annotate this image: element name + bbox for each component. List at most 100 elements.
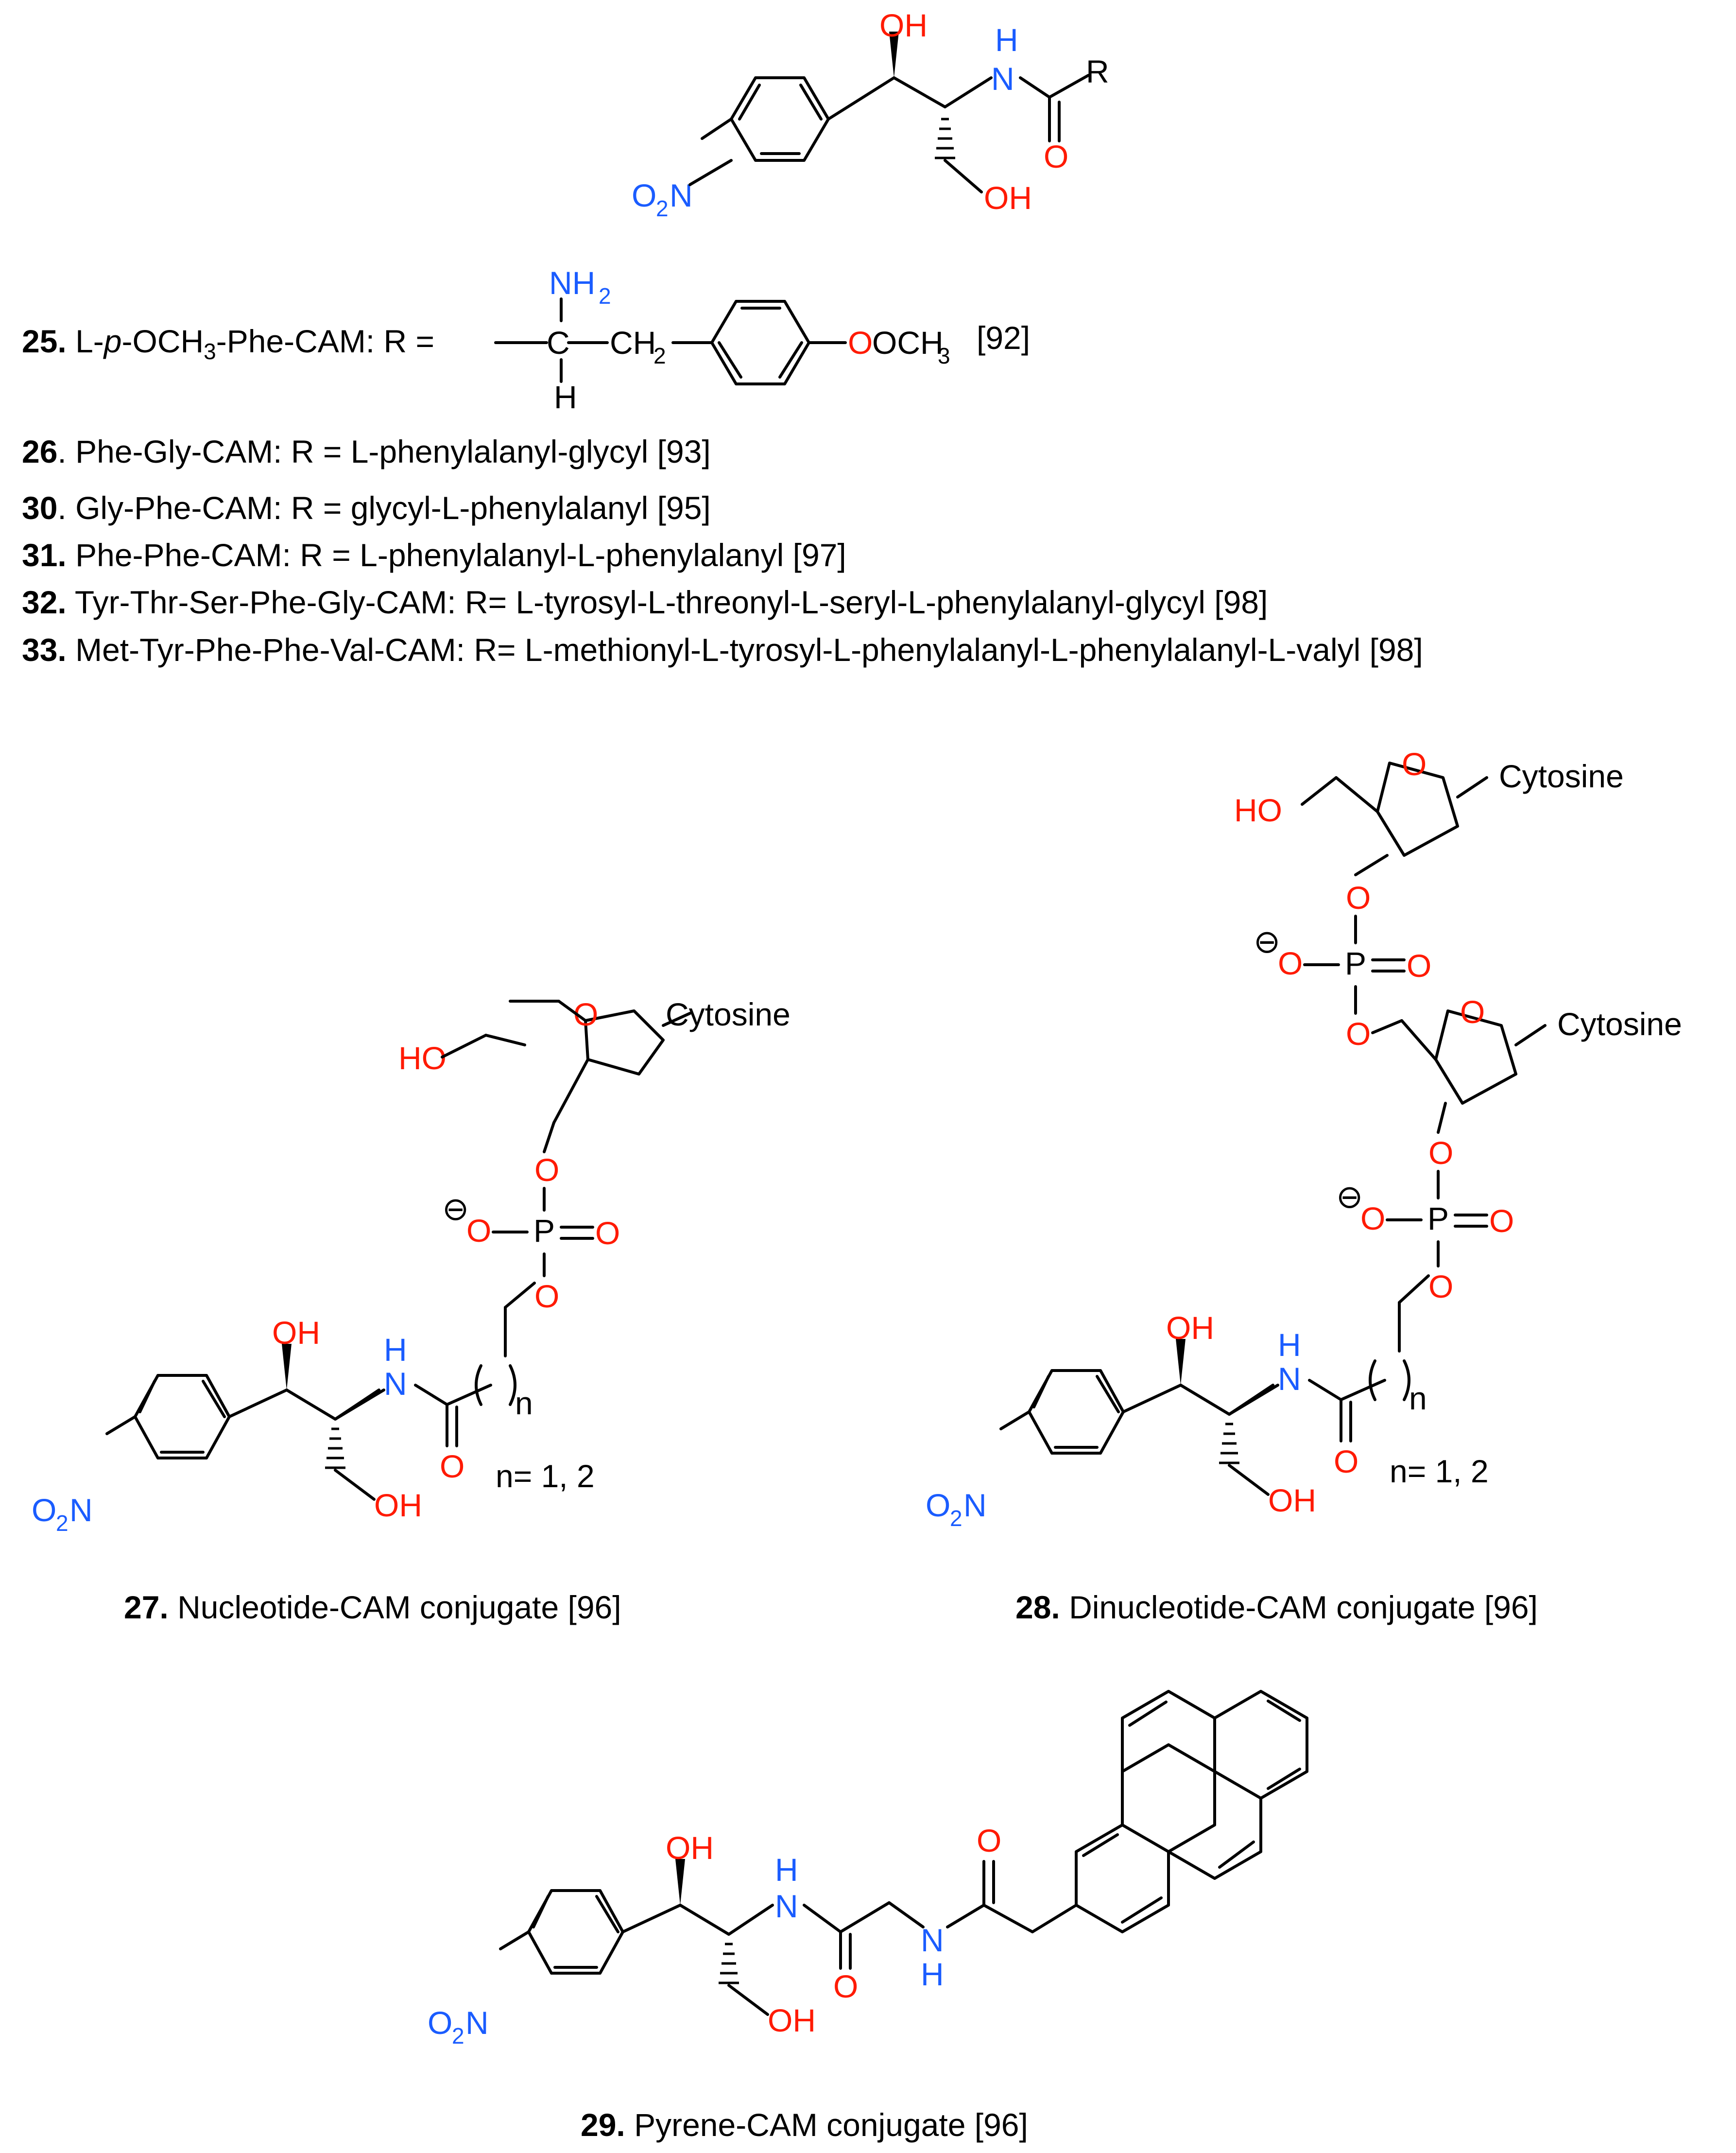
o-label: O xyxy=(1044,139,1068,174)
compound-25-number: 25. xyxy=(22,323,67,359)
o2n-29-n: N xyxy=(465,2005,489,2041)
svg-text:26. Phe-Gly-CAM: R = L-phenyla: 26. Phe-Gly-CAM: R = L-phenylalanyl-glyc… xyxy=(22,434,711,469)
o2n-27-n: N xyxy=(69,1492,93,1528)
caption-29-number: 29. xyxy=(581,2107,625,2143)
compound-29-structure: OH OH O 2 N N H O N H O 29. Pyrene-CAM c… xyxy=(428,1690,1308,2143)
r-label: R xyxy=(1086,53,1109,89)
h-label-25: H xyxy=(554,379,577,415)
ho-27: HO xyxy=(398,1040,447,1076)
o2n-28-o: O xyxy=(926,1487,950,1523)
nh-29a: N xyxy=(775,1888,798,1924)
o-28g: O xyxy=(1489,1203,1514,1239)
minus-27: ⊖ xyxy=(442,1191,469,1227)
compound-33-text: Met-Tyr-Phe-Phe-Val-CAM: R= L-methionyl-… xyxy=(67,632,1423,668)
o2n-28-sub: 2 xyxy=(950,1506,963,1531)
minus-28b: ⊖ xyxy=(1336,1179,1363,1215)
oh-label-2: OH xyxy=(984,180,1032,216)
h-27: H xyxy=(384,1332,407,1368)
nh-27: N xyxy=(384,1366,407,1402)
o-27b: O xyxy=(466,1213,491,1249)
ring-o-28b: O xyxy=(1460,994,1485,1030)
o2n-sub: 2 xyxy=(656,196,669,221)
h-29a: H xyxy=(775,1852,798,1888)
o2n-27-sub: 2 xyxy=(56,1511,69,1536)
svg-text:25. L-p-OCH3-Phe-CAM: R =: 25. L-p-OCH3-Phe-CAM: R = xyxy=(22,323,434,364)
ring-o-28a: O xyxy=(1402,746,1427,782)
oh-29b: OH xyxy=(768,2002,816,2038)
compound-27-structure: O Cytosine HO O P ⊖ O O O n O N H n= 1, … xyxy=(32,996,791,1625)
o-29a: O xyxy=(833,1968,858,2004)
compound-32-number: 32. xyxy=(22,584,67,620)
o2n-n: N xyxy=(670,177,693,213)
compound-31-number: 31. xyxy=(22,537,67,573)
caption-28-number: 28. xyxy=(1015,1589,1060,1625)
o-28b: O xyxy=(1278,945,1303,981)
p-27: P xyxy=(533,1213,555,1249)
oh-28b: OH xyxy=(1268,1482,1316,1518)
och3-sub: 3 xyxy=(938,343,950,368)
nh2-label: NH xyxy=(549,265,595,301)
o-28i: O xyxy=(1334,1443,1358,1479)
compound-26-text: . Phe-Gly-CAM: R = L-phenylalanyl-glycyl… xyxy=(57,434,710,469)
caption-27-text: Nucleotide-CAM conjugate [96] xyxy=(169,1589,621,1625)
nh-29b: N xyxy=(921,1922,944,1958)
p-28b: P xyxy=(1427,1200,1449,1236)
o-27c: O xyxy=(595,1215,620,1251)
c-label: C xyxy=(547,325,570,361)
o-28e: O xyxy=(1428,1135,1453,1171)
o-27d: O xyxy=(534,1278,559,1314)
oh-27a: OH xyxy=(272,1315,320,1351)
ho-28: HO xyxy=(1234,792,1282,828)
compound-30-number: 30 xyxy=(22,490,57,526)
ch2-sub: 2 xyxy=(653,343,666,368)
compound-26-number: 26 xyxy=(22,434,57,469)
n-27: n xyxy=(515,1385,533,1421)
cam-general-structure: OH H N R O OH O 2 N xyxy=(632,7,1109,221)
oh-27b: OH xyxy=(374,1487,422,1523)
compound-33-number: 33. xyxy=(22,632,67,668)
svg-text:33. Met-Tyr-Phe-Phe-Val-CAM: R: 33. Met-Tyr-Phe-Phe-Val-CAM: R= L-methio… xyxy=(22,632,1423,668)
svg-text:29. Pyrene-CAM conjugate [96]: 29. Pyrene-CAM conjugate [96] xyxy=(581,2107,1028,2143)
ref-92: [92] xyxy=(977,320,1030,356)
oh-29a: OH xyxy=(666,1830,714,1866)
compound-25: 25. L-p-OCH3-Phe-CAM: R = C NH 2 H CH 2 … xyxy=(22,265,1030,415)
o2n-28-n: N xyxy=(963,1487,987,1523)
o-28f: O xyxy=(1360,1200,1385,1236)
o2n-27-o: O xyxy=(32,1492,56,1528)
caption-29-text: Pyrene-CAM conjugate [96] xyxy=(625,2107,1028,2143)
caption-28-text: Dinucleotide-CAM conjugate [96] xyxy=(1060,1589,1538,1625)
svg-text:30. Gly-Phe-CAM: R = glycyl-L-: 30. Gly-Phe-CAM: R = glycyl-L-phenylalan… xyxy=(22,490,711,526)
compound-31-text: Phe-Phe-CAM: R = L-phenylalanyl-L-phenyl… xyxy=(67,537,846,573)
o2n-29-o: O xyxy=(428,2005,452,2041)
svg-text:27. Nucleotide-CAM conjugate [: 27. Nucleotide-CAM conjugate [96] xyxy=(124,1589,621,1625)
o-28c: O xyxy=(1407,948,1431,984)
n-values-27: n= 1, 2 xyxy=(496,1458,595,1494)
h-28: H xyxy=(1278,1327,1301,1363)
cytosine-28a: Cytosine xyxy=(1499,758,1624,794)
o2n-o: O xyxy=(632,177,656,213)
nh2-sub: 2 xyxy=(599,283,611,309)
minus-28a: ⊖ xyxy=(1254,923,1280,959)
n-28: n xyxy=(1409,1380,1427,1416)
compound-list: 26. Phe-Gly-CAM: R = L-phenylalanyl-glyc… xyxy=(22,434,1423,668)
och3-label: OCH xyxy=(872,325,944,361)
svg-text:31. Phe-Phe-CAM: R = L-phenyla: 31. Phe-Phe-CAM: R = L-phenylalanyl-L-ph… xyxy=(22,537,846,573)
compound-32-text: Tyr-Thr-Ser-Phe-Gly-CAM: R= L-tyrosyl-L-… xyxy=(67,584,1268,620)
nh-28: N xyxy=(1278,1361,1301,1397)
ch2-label: CH xyxy=(610,325,656,361)
o-28d: O xyxy=(1346,1016,1371,1052)
o2n-29-sub: 2 xyxy=(452,2023,464,2049)
cytosine-27: Cytosine xyxy=(666,996,791,1032)
caption-27-number: 27. xyxy=(124,1589,169,1625)
o-28a: O xyxy=(1346,880,1371,916)
cytosine-28b: Cytosine xyxy=(1557,1006,1682,1042)
o-27e: O xyxy=(440,1448,464,1484)
compound-28-structure: O Cytosine HO O P ⊖ O O O O Cytosine O P… xyxy=(926,746,1682,1625)
svg-text:28. Dinucleotide-CAM conjugate: 28. Dinucleotide-CAM conjugate [96] xyxy=(1015,1589,1538,1625)
oh-label: OH xyxy=(879,7,928,43)
och3-o: O xyxy=(848,325,873,361)
p-28a: P xyxy=(1345,945,1366,981)
n-values-28: n= 1, 2 xyxy=(1390,1453,1489,1489)
o-29b: O xyxy=(977,1823,1001,1858)
